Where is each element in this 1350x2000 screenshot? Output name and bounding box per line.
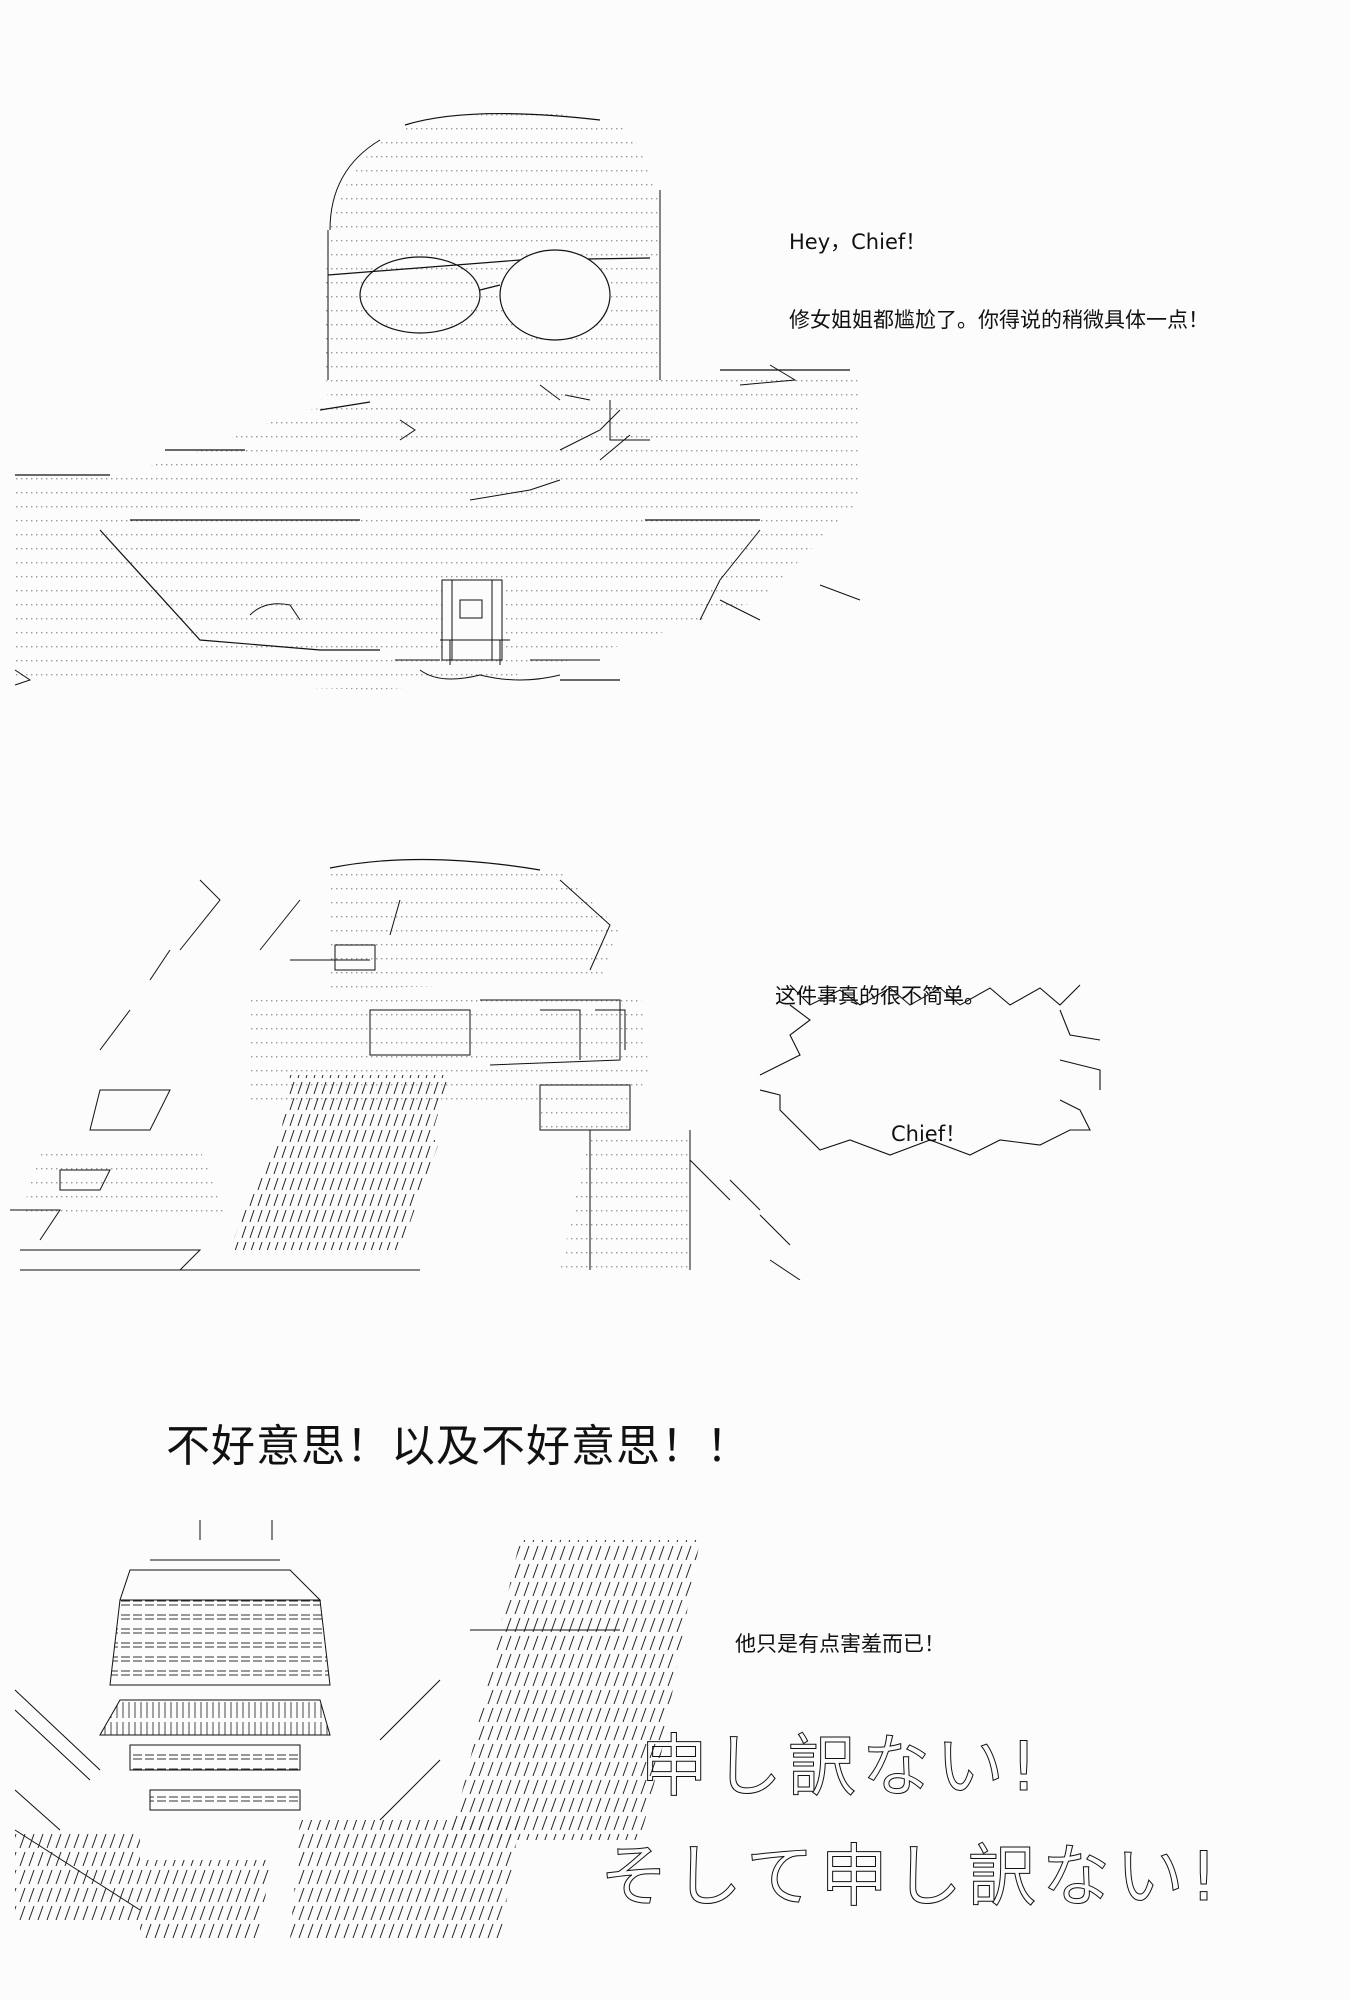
- panel-2: 这件事真的很不简单。 Chief！: [0, 840, 1350, 1280]
- panel-3: 不好意思！以及不好意思！！: [0, 1400, 1350, 2000]
- dialogue-not-simple: 这件事真的很不简单。: [775, 984, 985, 1008]
- ascii-art-hurrying-figure: [0, 840, 1350, 1280]
- panel-1: Hey，Chief！ 修女姐姐都尴尬了。你得说的稍微具体一点！: [0, 80, 1350, 700]
- dialogue-just-shy: 他只是有点害羞而已！: [735, 1632, 945, 1656]
- dialogue-sister-embarrassed: 修女姐姐都尴尬了。你得说的稍微具体一点！: [789, 308, 1209, 332]
- dialogue-hey-chief: Hey，Chief！: [789, 230, 927, 254]
- headline-sorry: 不好意思！以及不好意思！！: [166, 1421, 751, 1472]
- burst-chief: Chief！: [891, 1122, 967, 1146]
- ascii-art-sunglasses-man: [0, 112, 1350, 690]
- ascii-art-bowing-figure: [0, 1520, 700, 1940]
